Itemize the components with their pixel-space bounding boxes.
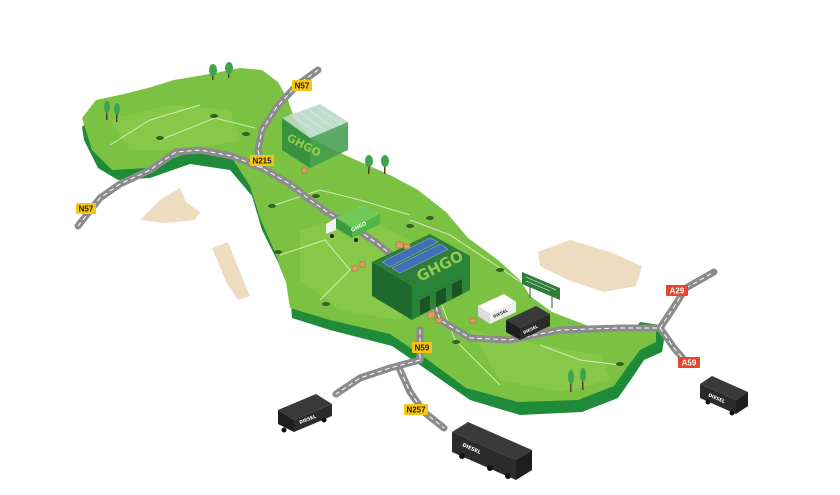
road-label-n257: N257 <box>404 404 428 415</box>
solar-panels <box>381 237 449 274</box>
trails <box>109 104 621 386</box>
tree-icon <box>580 368 586 390</box>
sand-patch <box>212 242 250 300</box>
billboard <box>522 272 560 308</box>
field-patch <box>110 105 240 150</box>
tree-icon <box>104 101 110 120</box>
field-patch <box>470 330 610 392</box>
black-van-island: DIESEL <box>506 306 550 340</box>
svg-text:N57: N57 <box>295 82 310 91</box>
road-label-n57-left: N57 <box>76 203 96 214</box>
road-label-n215: N215 <box>250 155 274 166</box>
road-label-n59: N59 <box>412 342 432 353</box>
road-label-a59: A59 <box>678 357 700 368</box>
svg-text:DIESEL: DIESEL <box>492 308 509 319</box>
svg-text:A59: A59 <box>682 359 697 368</box>
svg-text:DIESEL: DIESEL <box>522 324 539 335</box>
truck-bottom: DIESEL <box>452 422 532 480</box>
sand-patch <box>140 188 200 223</box>
white-van: DIESEL <box>477 293 517 324</box>
tree-icon <box>568 370 574 392</box>
trees <box>104 62 586 392</box>
tree-icon <box>365 155 373 174</box>
tree-icon <box>209 64 217 80</box>
road-label-a29: A29 <box>666 285 688 296</box>
svg-text:N57: N57 <box>79 205 94 214</box>
bush-markers <box>156 114 624 366</box>
crates <box>301 167 477 324</box>
main-warehouse: GHGO <box>372 234 470 320</box>
sand-patch <box>538 240 642 292</box>
svg-text:N215: N215 <box>252 157 272 166</box>
tree-icon <box>381 155 389 174</box>
road-label-n57-top: N57 <box>292 80 312 91</box>
tree-icon <box>114 103 120 122</box>
van-bottom-right: DIESEL <box>700 376 748 416</box>
svg-text:N59: N59 <box>415 344 430 353</box>
tree-icon <box>225 62 233 78</box>
svg-text:A29: A29 <box>670 287 685 296</box>
svg-text:N257: N257 <box>406 406 426 415</box>
van-bottom-left: DIESEL <box>278 394 332 433</box>
small-warehouse: GHGO <box>282 104 348 168</box>
green-truck: GHGO <box>326 204 380 242</box>
